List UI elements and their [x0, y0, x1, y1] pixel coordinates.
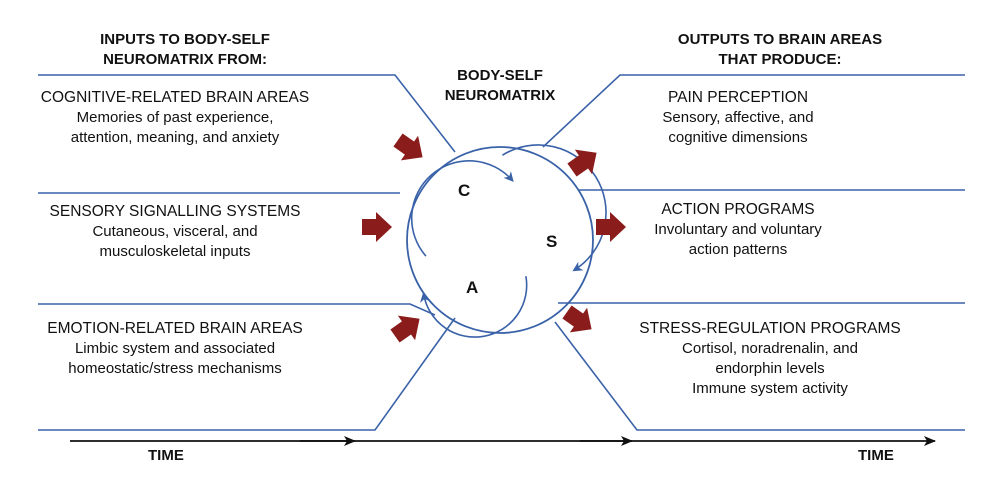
left-top-line [38, 74, 456, 153]
circle-a-arc [420, 276, 528, 338]
right-top-line [542, 74, 965, 148]
left-bottom-line [38, 317, 456, 431]
inputs-header: INPUTS TO BODY-SELF NEUROMATRIX FROM: [50, 30, 320, 70]
outputs-header: OUTPUTS TO BRAIN AREAS THAT PRODUCE: [640, 30, 920, 70]
input-block-cognitive: COGNITIVE-RELATED BRAIN AREAS Memories o… [20, 88, 330, 148]
center-header-line-1: BODY-SELF [457, 67, 543, 84]
input-title: COGNITIVE-RELATED BRAIN AREAS [40, 89, 310, 106]
output-block-pain: PAIN PERCEPTION Sensory, affective, and … [618, 88, 858, 148]
input-detail: Memories of past experience, [76, 109, 274, 126]
output-detail: Involuntary and voluntary [654, 221, 822, 238]
left-frame-lines [38, 74, 456, 431]
input-arrow-sensory [362, 212, 392, 242]
output-detail: action patterns [688, 241, 788, 258]
input-title: SENSORY SIGNALLING SYSTEMS [49, 203, 301, 220]
input-detail: attention, meaning, and anxiety [70, 129, 280, 146]
output-detail: endorphin levels [715, 360, 825, 377]
circle-label-a: A [466, 278, 479, 297]
input-block-sensory: SENSORY SIGNALLING SYSTEMS Cutaneous, vi… [20, 202, 330, 262]
input-arrow-cognitive [393, 133, 423, 161]
input-arrows [362, 133, 423, 343]
output-arrow-action [596, 212, 626, 242]
output-detail: Cortisol, noradrenalin, and [682, 340, 858, 357]
right-bottom-line [554, 321, 965, 431]
output-arrow-pain [567, 149, 597, 177]
output-detail: Immune system activity [692, 380, 848, 397]
center-header: BODY-SELF NEUROMATRIX [415, 66, 585, 106]
outputs-header-line-2: THAT PRODUCE: [718, 51, 842, 68]
time-label-left: TIME [148, 447, 184, 464]
input-detail: homeostatic/stress mechanisms [68, 360, 282, 377]
input-arrow-emotion [390, 315, 420, 343]
output-arrows [562, 149, 626, 333]
output-detail: cognitive dimensions [668, 129, 808, 146]
right-frame-lines [542, 74, 965, 431]
inputs-header-line-2: NEUROMATRIX FROM: [103, 51, 267, 68]
output-title: STRESS-REGULATION PROGRAMS [639, 320, 901, 337]
inner-circles [410, 144, 607, 338]
output-title: ACTION PROGRAMS [661, 201, 815, 218]
circle-s-arc [501, 144, 607, 272]
input-block-emotion: EMOTION-RELATED BRAIN AREAS Limbic syste… [20, 319, 330, 379]
output-title: PAIN PERCEPTION [667, 89, 809, 106]
time-label-right: TIME [858, 447, 894, 464]
output-detail: Sensory, affective, and [662, 109, 814, 126]
output-block-action: ACTION PROGRAMS Involuntary and voluntar… [618, 200, 858, 260]
input-title: EMOTION-RELATED BRAIN AREAS [47, 320, 303, 337]
output-arrow-stress [562, 305, 592, 333]
inputs-header-line-1: INPUTS TO BODY-SELF [100, 31, 270, 48]
left-lower-line [38, 303, 436, 316]
circle-c-arc [410, 160, 514, 257]
circle-label-s: S [546, 232, 558, 251]
input-detail: musculoskeletal inputs [99, 243, 251, 260]
center-header-line-2: NEUROMATRIX [444, 87, 556, 104]
output-block-stress: STRESS-REGULATION PROGRAMS Cortisol, nor… [615, 319, 925, 399]
outputs-header-line-1: OUTPUTS TO BRAIN AREAS [677, 31, 883, 48]
circle-label-c: C [458, 181, 471, 200]
neuromatrix-outer-circle [406, 146, 594, 334]
input-detail: Limbic system and associated [74, 340, 276, 357]
input-detail: Cutaneous, visceral, and [92, 223, 258, 240]
